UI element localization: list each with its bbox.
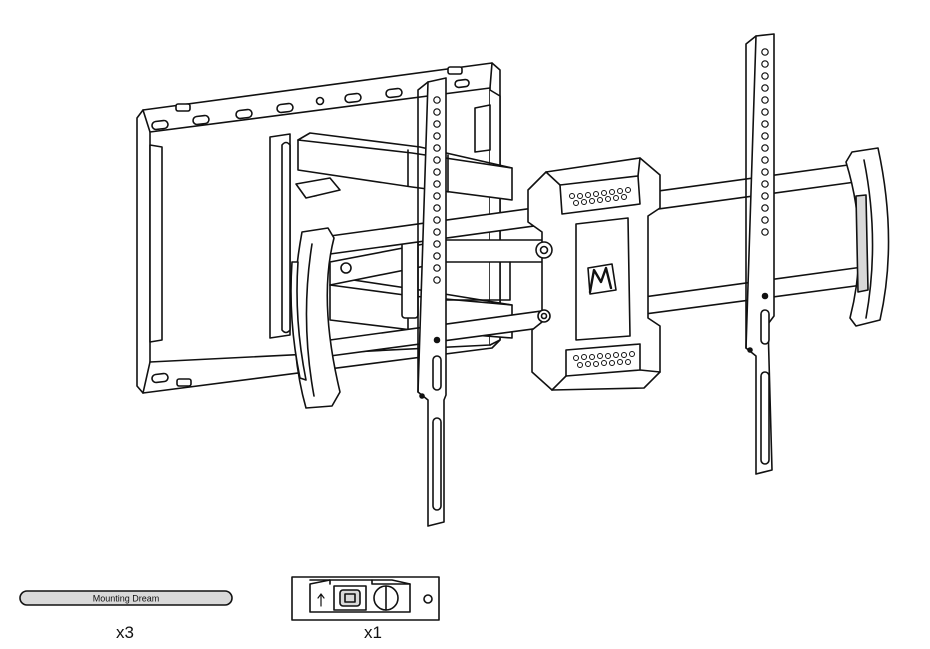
center-carriage bbox=[527, 157, 661, 391]
bubble-level-icon bbox=[291, 576, 440, 621]
carriage-bottom-dimples bbox=[573, 351, 635, 368]
carriage-top-dimples bbox=[569, 187, 631, 206]
left-end-cap bbox=[290, 227, 341, 409]
bracket-right-holes bbox=[761, 48, 769, 236]
wall-plate-top-slots bbox=[151, 66, 470, 131]
strap-brand-label: Mounting Dream bbox=[93, 594, 160, 604]
tv-bracket-left bbox=[417, 77, 447, 527]
wall-plate-bottom-slots bbox=[151, 372, 192, 387]
brand-logo-icon bbox=[587, 263, 617, 295]
safety-strap-icon: Mounting Dream bbox=[19, 590, 233, 606]
tv-bracket-right bbox=[745, 33, 775, 475]
right-end-cap bbox=[845, 147, 890, 327]
strap-quantity: x3 bbox=[116, 623, 134, 642]
bracket-left-holes bbox=[433, 96, 441, 284]
level-quantity: x1 bbox=[364, 623, 382, 642]
